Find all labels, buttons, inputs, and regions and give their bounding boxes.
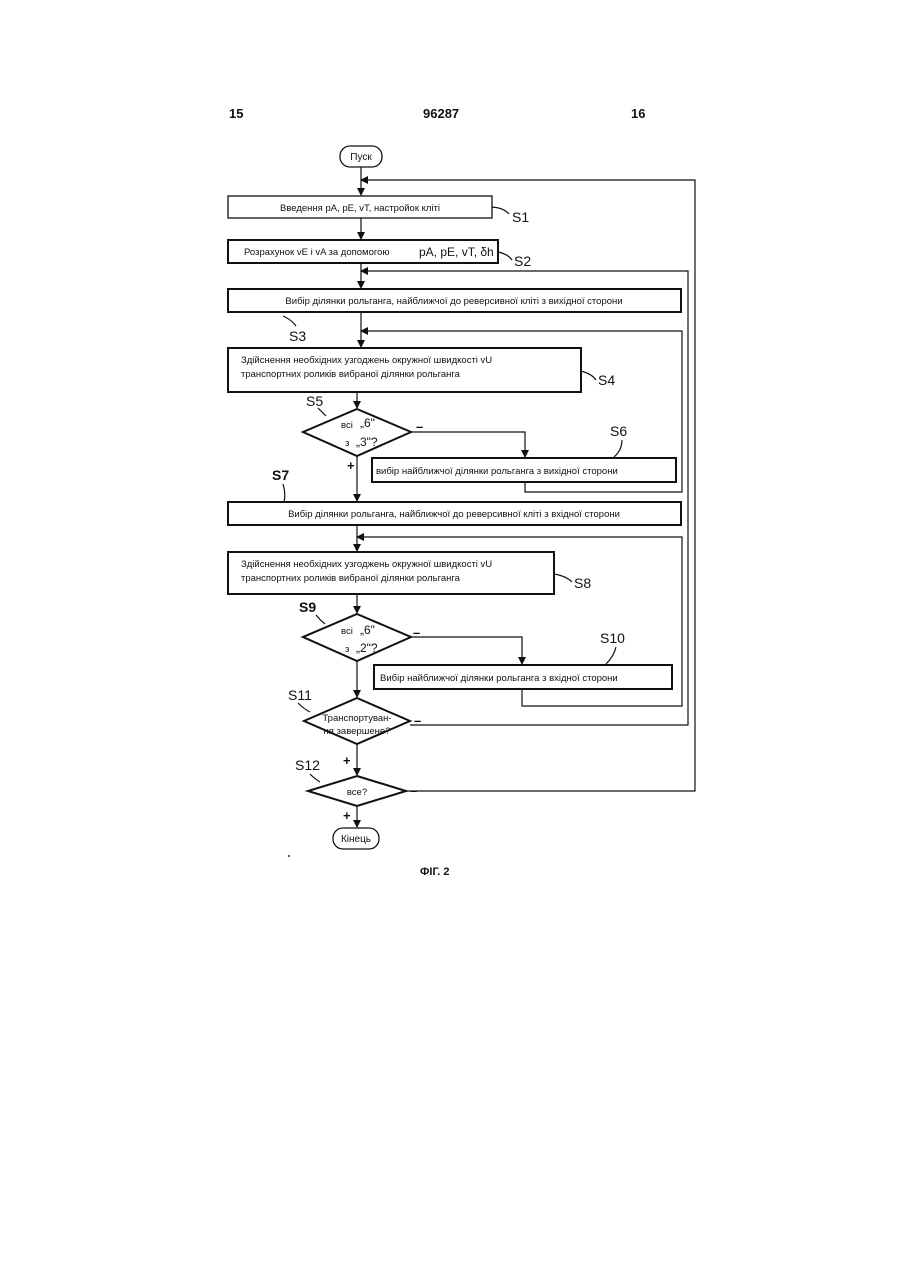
decision-s12-plus: + bbox=[343, 808, 351, 823]
decision-s5-line1: всі bbox=[341, 420, 353, 431]
step-s6-text: вибір найближчої ділянки рольганга з вих… bbox=[376, 466, 618, 477]
decision-s11: Транспортуван- ня завершене? bbox=[304, 698, 410, 744]
decision-s12-minus: – bbox=[410, 783, 417, 798]
loop-line-s11 bbox=[361, 271, 688, 725]
step-s10-label: S10 bbox=[600, 630, 625, 646]
step-s2-formula: pA, pE, vT, δh bbox=[419, 245, 494, 259]
step-s8-label: S8 bbox=[574, 575, 591, 591]
step-s8-line1: Здійснення необхідних узгоджень окружної… bbox=[241, 559, 492, 570]
loop-line-s12 bbox=[361, 180, 695, 791]
decision-s11-minus: – bbox=[414, 713, 421, 728]
label-leader bbox=[283, 316, 296, 326]
step-s4-box: Здійснення необхідних узгоджень окружної… bbox=[228, 348, 581, 392]
label-leader bbox=[283, 484, 285, 502]
end-terminator: Кінець bbox=[333, 828, 379, 849]
decision-s9-line2: з bbox=[345, 644, 349, 655]
label-leader bbox=[310, 774, 320, 782]
label-leader bbox=[606, 647, 616, 664]
decision-s5-plus: + bbox=[347, 458, 355, 473]
step-s12-label: S12 bbox=[295, 757, 320, 773]
decision-s11-line1: Транспортуван- bbox=[322, 713, 391, 724]
decision-s5-q1: „6" bbox=[360, 416, 375, 430]
step-s6-box: вибір найближчої ділянки рольганга з вих… bbox=[372, 458, 676, 482]
step-s2-box: Розрахунок vE i vA за допомогою pA, pE, … bbox=[228, 240, 498, 263]
step-s3-text: Вибір ділянки рольганга, найближчої до р… bbox=[285, 296, 622, 307]
decision-s5-line2: з bbox=[345, 438, 349, 449]
decision-s5-q2: „3"? bbox=[356, 435, 378, 449]
label-leader bbox=[318, 408, 326, 416]
step-s10-box: Вибір найближчої ділянки рольганга з вхі… bbox=[374, 665, 672, 689]
step-s4-line1: Здійснення необхідних узгоджень окружної… bbox=[241, 355, 492, 366]
label-leader bbox=[614, 440, 622, 457]
decision-s9-q2: „2"? bbox=[356, 641, 378, 655]
step-s1-label: S1 bbox=[512, 209, 529, 225]
speck-mark bbox=[288, 855, 290, 857]
step-s5-label: S5 bbox=[306, 393, 323, 409]
decision-s5: всі „6" з „3"? bbox=[303, 409, 411, 456]
step-s4-label: S4 bbox=[598, 372, 615, 388]
decision-s9: всі „6" з „2"? bbox=[303, 614, 411, 661]
step-s10-text: Вибір найближчої ділянки рольганга з вхі… bbox=[380, 673, 618, 684]
step-s3-label: S3 bbox=[289, 328, 306, 344]
decision-s11-plus: + bbox=[343, 753, 351, 768]
step-s2-text: Розрахунок vE i vA за допомогою bbox=[244, 247, 390, 258]
step-s3-box: Вибір ділянки рольганга, найближчої до р… bbox=[228, 289, 681, 312]
label-leader bbox=[492, 207, 509, 214]
step-s7-label: S7 bbox=[272, 467, 289, 483]
figure-caption: ФІГ. 2 bbox=[420, 866, 450, 878]
label-leader bbox=[498, 252, 512, 260]
connector-no bbox=[411, 432, 525, 457]
start-label: Пуск bbox=[350, 152, 372, 163]
step-s8-box: Здійснення необхідних узгоджень окружної… bbox=[228, 552, 554, 594]
step-s7-box: Вибір ділянки рольганга, найближчої до р… bbox=[228, 502, 681, 525]
decision-s9-line1: всі bbox=[341, 626, 353, 637]
connector-no bbox=[411, 637, 522, 664]
decision-s12-text: все? bbox=[347, 787, 367, 798]
decision-s9-q1: „6" bbox=[360, 623, 375, 637]
label-leader bbox=[581, 371, 596, 380]
step-s1-text: Введення pA, pE, vT, настройок кліті bbox=[280, 203, 440, 214]
step-s4-line2: транспортних роликів вибраної ділянки ро… bbox=[241, 369, 461, 380]
step-s9-label: S9 bbox=[299, 599, 316, 615]
step-s11-label: S11 bbox=[288, 687, 312, 703]
step-s6-label: S6 bbox=[610, 423, 627, 439]
label-leader bbox=[298, 703, 310, 712]
end-label: Кінець bbox=[341, 834, 371, 845]
label-leader bbox=[316, 615, 325, 624]
step-s8-line2: транспортних роликів вибраної ділянки ро… bbox=[241, 573, 461, 584]
step-s1-box: Введення pA, pE, vT, настройок кліті bbox=[228, 196, 492, 218]
decision-s9-minus: – bbox=[413, 625, 420, 640]
step-s2-label: S2 bbox=[514, 253, 531, 269]
decision-s12: все? bbox=[308, 776, 406, 806]
step-s7-text: Вибір ділянки рольганга, найближчої до р… bbox=[288, 509, 620, 520]
start-terminator: Пуск bbox=[340, 146, 382, 167]
label-leader bbox=[554, 574, 572, 582]
decision-s11-line2: ня завершене? bbox=[324, 726, 391, 737]
